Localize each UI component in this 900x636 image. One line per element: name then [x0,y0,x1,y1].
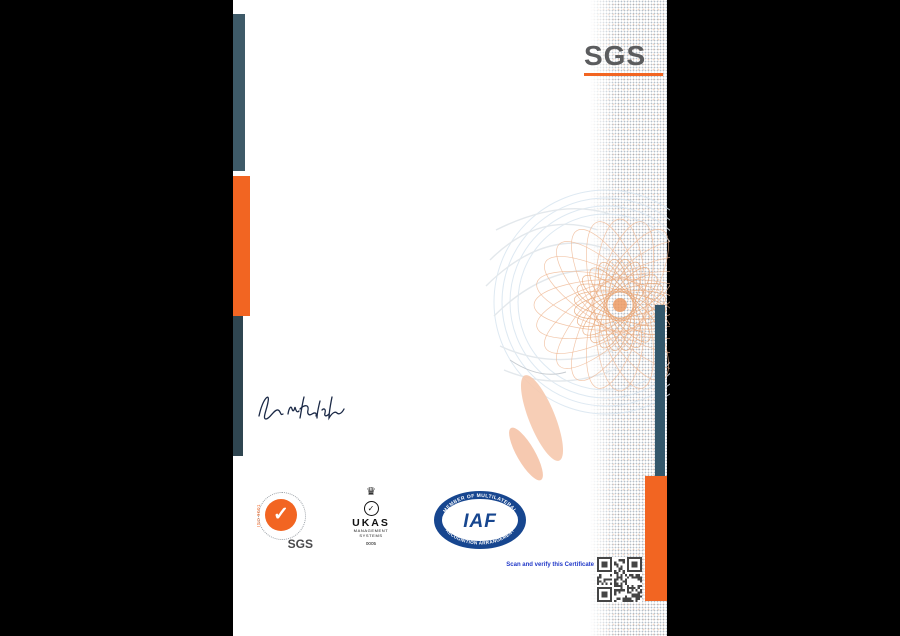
left-accent-bar-orange [233,176,250,316]
right-accent-bar-orange [645,476,667,601]
verify-link[interactable]: Scan and verify this Certificate [506,562,594,568]
iaf-ellipse-icon [434,491,526,549]
left-accent-bar-top [233,14,245,171]
ukas-name-label: UKAS [352,517,390,529]
right-accent-bar-slate [655,305,665,476]
ukas-subtitle-line1: MANAGEMENT [353,528,389,533]
iaf-badge: MEMBER OF MULTILATERAL RECOGNITION ARRAN… [432,489,528,551]
left-accent-bar-bottom [233,316,243,456]
seal-check-icon: ✓ [265,499,297,531]
check-circle-icon: ✓ [363,501,379,516]
seal-side-label: ISO 9001 [256,503,262,528]
sgs-logo-underline [584,73,663,76]
qr-code [597,557,642,602]
sgs-logo: SGS [584,40,647,71]
sgs-seal: ✓ ISO 9001 SGS [256,489,314,553]
authorised-signature [258,396,345,421]
seal-microtext-ring-icon [258,492,306,540]
crown-icon: ♛ [366,486,376,498]
guilloche-pattern [485,189,670,481]
seal-brand-label: SGS [287,537,313,551]
ukas-badge: ♛ ✓ UKAS MANAGEMENT SYSTEMS 0005 [344,486,398,554]
ukas-number: 0005 [365,541,377,547]
ukas-subtitle-line2: SYSTEMS [359,532,383,538]
iaf-center-text: IAF [463,511,497,532]
